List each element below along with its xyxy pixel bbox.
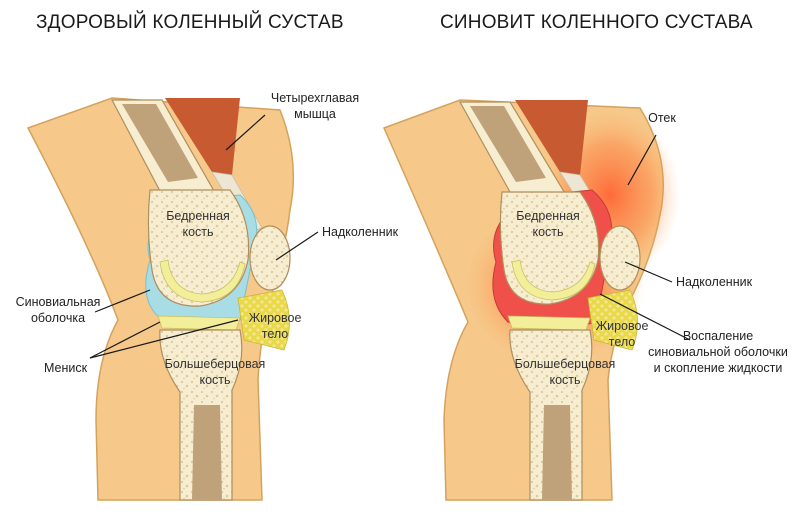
label-inflammation-line3: и скопление жидкости [654, 361, 783, 375]
label-synovial-line2: оболочка [31, 311, 85, 325]
label-femur-right-line2: кость [532, 225, 563, 239]
label-tibia-right-line2: кость [549, 373, 580, 387]
label-fat-right-line2: тело [609, 335, 636, 349]
label-inflammation-line2: синовиальной оболочки [648, 345, 788, 359]
tibia-marrow [192, 405, 222, 500]
label-fat-left-line2: тело [262, 327, 289, 341]
label-inflammation-line1: Воспаление [683, 329, 753, 343]
label-femur-left-line1: Бедренная [166, 209, 230, 223]
patella-right [600, 226, 640, 290]
label-tibia-right-line1: Большеберцовая [515, 357, 616, 371]
label-tibia-left-line2: кость [199, 373, 230, 387]
label-fat-left-line1: Жировое [249, 311, 302, 325]
label-quadriceps-line1: Четырехглавая [271, 91, 359, 105]
label-femur-left-line2: кость [182, 225, 213, 239]
tibia-marrow-right [542, 405, 572, 500]
meniscus-right [508, 316, 590, 330]
label-meniscus: Мениск [44, 361, 88, 375]
label-femur-right-line1: Бедренная [516, 209, 580, 223]
label-quadriceps-line2: мышца [294, 107, 336, 121]
patella [250, 226, 290, 290]
label-tibia-left-line1: Большеберцовая [165, 357, 266, 371]
label-fat-right-line1: Жировое [596, 319, 649, 333]
label-patella-right: Надколенник [676, 275, 753, 289]
label-synovial-line1: Синовиальная [16, 295, 101, 309]
label-edema: Отек [648, 111, 676, 125]
synovitis-knee-illustration [384, 100, 680, 500]
label-patella-left: Надколенник [322, 225, 399, 239]
